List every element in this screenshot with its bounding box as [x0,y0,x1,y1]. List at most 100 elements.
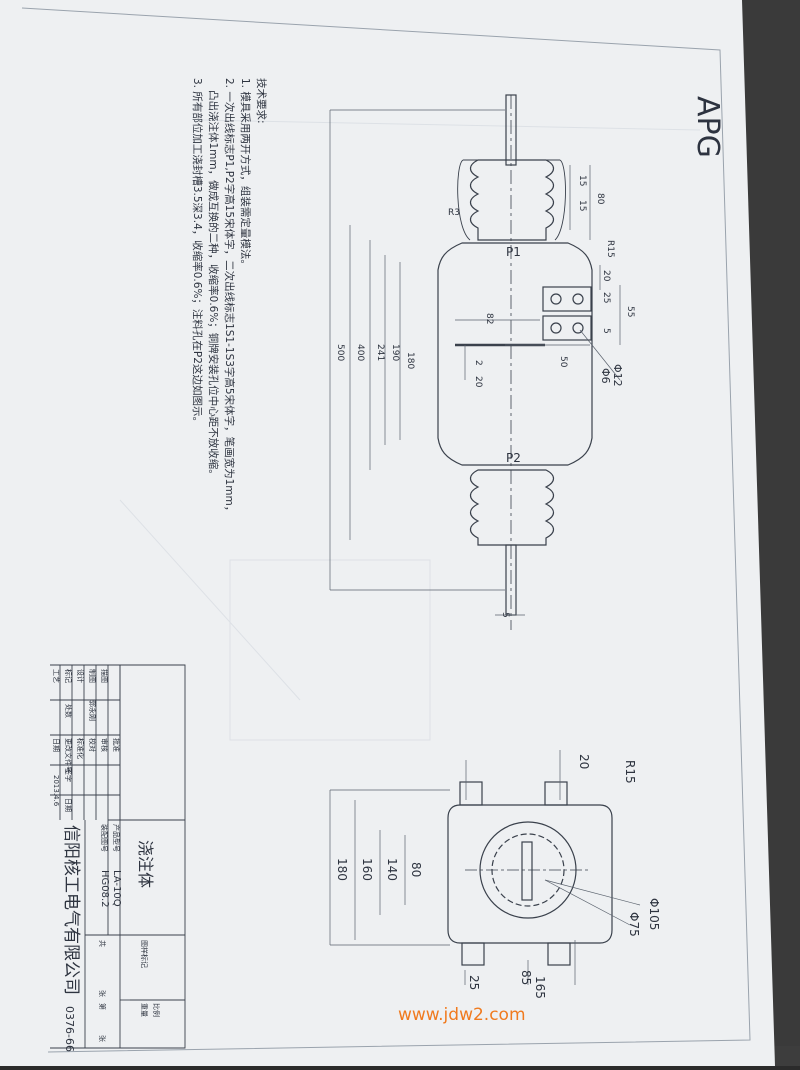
tb-label-trace: 描图 [100,669,109,683]
tech-req-1: 1. 模具采用两开方式，组装需定量模法。 [239,78,252,270]
side-dim-20: 20 [577,754,591,769]
terminal-hole-1 [550,293,562,305]
mount-foot-1 [459,781,483,806]
tb-label-standard: 标准化 [76,738,85,759]
dim-15a: 15 [577,175,587,186]
tb-date: 2013.4.6 [52,775,60,807]
dim-r15: R15 [605,240,615,258]
tb-model: LA-10Q [111,870,122,907]
mount-foot-2 [544,781,568,806]
label-p2: P2 [506,451,521,465]
tech-req-title: 技术要求: [255,78,268,124]
tb-label-design: 设计 [76,669,85,683]
tb-label-approve: 批准 [112,738,121,752]
dim-25: 25 [601,292,611,303]
tb-label-sign: 签字 [64,768,73,782]
tb-model-label: 产品型号 [112,824,121,852]
tb-signer: 郭永刚 [88,700,97,721]
tb-label-change: 更改文件号 [64,738,73,773]
tb-sheet-unit: 张 [98,1035,107,1042]
terminal-plate-1 [542,286,592,312]
terminal-hole-4 [572,322,584,334]
dim-r3: R3 [448,208,460,218]
lower-sheds [469,469,555,546]
tb-label-review: 审核 [100,738,109,752]
tb-phone: 0376-66 [63,1006,76,1052]
tech-requirements: 技术要求: 1. 模具采用两开方式，组装需定量模法。 2. 一次出线标志P1,P… [191,78,268,516]
front-dimension-lines [329,109,621,616]
dim-20b: 20 [473,376,483,388]
dim-50: 50 [558,356,568,368]
front-view [437,94,593,630]
title-block-text: 标记 处数 更改文件号 签字 日期 设计 标准化 审核 工艺 批准 制图 描图 … [52,669,161,1052]
dim-15b: 15 [577,200,587,211]
dim-20: 20 [601,270,611,282]
top-rod [505,94,517,166]
dim-phi12: Φ12 [611,364,624,387]
side-dim-180: 180 [335,858,349,881]
side-dimension-text: 20 R15 80 140 160 180 Φ105 Φ75 25 85 165 [335,754,661,999]
watermark: www.jdw2.com [398,1005,526,1025]
tb-drawing-no-label: 装配图号 [100,824,109,852]
label-p1: P1 [506,245,521,259]
tb-scale-label: 比例 [152,1003,161,1017]
side-dim-85: 85 [519,970,533,985]
side-dim-140: 140 [385,858,399,881]
dim-400: 400 [355,344,365,361]
upper-shed-outline [457,159,566,241]
tech-req-3: 凸出浇注体1mm，做成互换的二种，收缩率0.6%；铜牌安装孔位中心距不放收缩。 [207,90,220,480]
side-dim-phi105: Φ105 [647,898,661,930]
front-dimension-text: P1 P2 15 15 80 R3 R15 20 25 55 5 82 50 Φ… [335,175,635,618]
tb-label-mark: 标记 [64,669,73,683]
dim-241: 241 [375,344,385,361]
side-view [447,781,613,966]
dim-2: 2 [473,360,483,366]
dim-500: 500 [335,344,345,361]
tb-label-draw: 制图 [88,669,97,683]
terminal-hole-3 [550,322,562,334]
tb-weight-label: 重量 [140,1003,148,1017]
side-dim-165: 165 [533,976,547,999]
title-block [50,664,186,1049]
dim-5b: 5 [500,612,510,618]
tb-drawing-no: HG08.2 [99,870,110,908]
dim-82: 82 [484,313,494,324]
tb-mark-label: 图样标记 [140,940,149,968]
handwritten-mark: APG [690,96,725,158]
tb-sheet-no: 第 [98,1003,107,1010]
side-dimension-lines [329,750,641,985]
dim-180: 180 [405,352,415,369]
main-body [437,242,593,466]
tb-label-count: 处数 [64,704,73,718]
tb-company: 信阳核工电气有限公司 [61,825,81,995]
side-dim-phi75: Φ75 [627,912,641,937]
side-core-slot [521,841,533,901]
tech-req-4: 3. 所有部位加工浇封槽3.5深3.4，收缩率0.6%；注料孔在P2这边如图示。 [191,78,204,427]
upper-sheds [469,159,555,241]
side-dim-160: 160 [360,858,374,881]
dim-5: 5 [601,328,611,334]
tb-label-process: 工艺 [52,669,60,683]
tb-sheets: 张 [98,990,107,997]
terminal-plate-2 [542,315,592,341]
tech-req-2: 2. 一次出线标志P1,P2字高15宋体字，二次出线标志1S1-1S3字高5宋体… [223,78,236,516]
dim-80: 80 [595,193,605,205]
tb-label-date2: 日期 [52,738,60,752]
side-dim-25: 25 [467,975,481,990]
tb-label-date: 日期 [64,798,72,812]
mount-foot-4 [547,942,571,966]
dim-55: 55 [625,306,635,317]
side-body [447,804,613,944]
mount-foot-3 [461,942,485,966]
tb-part-name: 浇注体 [136,840,155,888]
drawing-frame [21,7,751,1053]
tb-total: 共 [98,940,107,947]
tb-label-check: 校对 [88,738,97,752]
dim-190: 190 [390,344,400,361]
side-dim-r15: R15 [623,760,637,784]
side-dim-80: 80 [409,862,423,877]
terminal-hole-2 [572,293,584,305]
dim-phi6: Φ6 [599,368,612,384]
